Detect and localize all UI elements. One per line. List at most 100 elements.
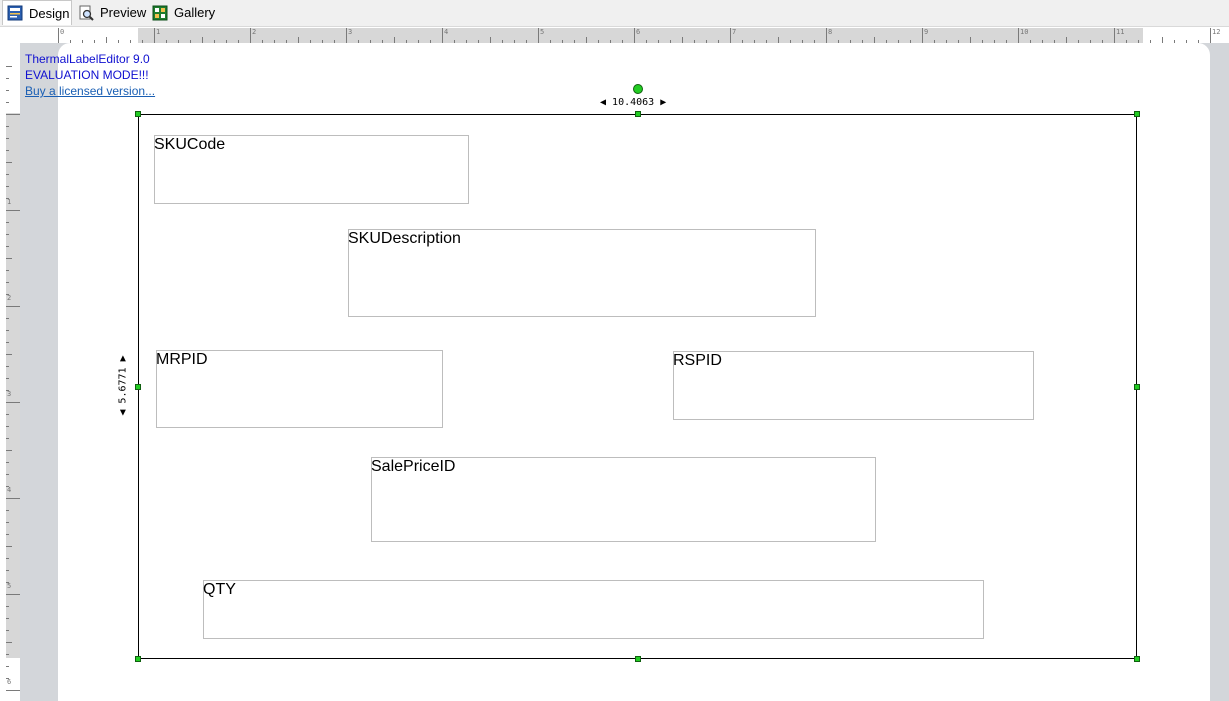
ruler-tick	[6, 354, 12, 355]
ruler-tick	[682, 37, 683, 43]
ruler-tick	[6, 546, 12, 547]
ruler-tick	[850, 40, 851, 43]
ruler-tick	[1006, 40, 1007, 43]
resize-handle-top-left[interactable]	[135, 111, 141, 117]
ruler-tick	[6, 78, 9, 79]
resize-handle-left[interactable]	[135, 384, 141, 390]
field-label: QTY	[203, 581, 236, 598]
height-value: 5.6771	[117, 367, 129, 404]
tab-design[interactable]: Design	[2, 0, 72, 25]
ruler-tick	[1198, 40, 1199, 43]
ruler-tick	[6, 234, 9, 235]
resize-handle-right[interactable]	[1134, 384, 1140, 390]
resize-handle-top-right[interactable]	[1134, 111, 1140, 117]
ruler-tick	[130, 40, 131, 43]
ruler-tick	[634, 28, 635, 43]
ruler-tick	[1054, 40, 1055, 43]
ruler-tick	[1018, 28, 1019, 43]
ruler-tick	[6, 210, 20, 211]
ruler-tick	[6, 618, 9, 619]
ruler-tick	[598, 40, 599, 43]
tab-design-label: Design	[29, 5, 70, 21]
ruler-tick	[1126, 40, 1127, 43]
ruler-tick	[6, 102, 9, 103]
ruler-number: 12	[1212, 28, 1221, 36]
ruler-tick	[6, 186, 9, 187]
ruler-tick	[658, 40, 659, 43]
ruler-tick	[694, 40, 695, 43]
buy-license-link[interactable]: Buy a licensed version...	[25, 84, 156, 98]
tab-preview[interactable]: Preview	[74, 1, 146, 24]
ruler-tick	[406, 40, 407, 43]
ruler-tick	[766, 40, 767, 43]
ruler-tick	[6, 318, 9, 319]
tab-gallery[interactable]: Gallery	[148, 1, 215, 24]
tab-bar: Design Preview Gallery	[0, 0, 1229, 27]
ruler-tick	[82, 40, 83, 43]
ruler-tick	[574, 40, 575, 43]
ruler-tick	[886, 40, 887, 43]
field-salepriceid[interactable]: SalePriceID	[371, 457, 876, 542]
field-mrpid[interactable]: MRPID	[156, 350, 443, 428]
field-skudescription[interactable]: SKUDescription	[348, 229, 816, 317]
ruler-tick	[6, 378, 9, 379]
width-indicator: ◀ 10.4063 ▶	[600, 97, 667, 108]
ruler-tick	[6, 582, 9, 583]
ruler-tick	[6, 246, 9, 247]
ruler-tick	[310, 40, 311, 43]
field-label: SKUDescription	[348, 230, 461, 247]
ruler-tick	[6, 414, 9, 415]
ruler-tick	[6, 474, 9, 475]
ruler-tick	[6, 126, 9, 127]
ruler-tick	[454, 40, 455, 43]
ruler-tick	[490, 37, 491, 43]
field-skucode[interactable]: SKUCode	[154, 135, 469, 204]
ruler-number: 3	[7, 390, 12, 398]
ruler-tick	[274, 40, 275, 43]
ruler-tick	[6, 498, 20, 499]
field-qty[interactable]: QTY	[203, 580, 984, 639]
ruler-tick	[562, 40, 563, 43]
ruler-tick	[958, 40, 959, 43]
rotate-handle[interactable]	[633, 84, 643, 94]
ruler-tick	[994, 40, 995, 43]
ruler-tick	[6, 510, 9, 511]
ruler-tick	[6, 222, 9, 223]
ruler-tick	[910, 40, 911, 43]
resize-handle-bottom-right[interactable]	[1134, 656, 1140, 662]
ruler-tick	[670, 40, 671, 43]
ruler-tick	[238, 40, 239, 43]
ruler-tick	[6, 690, 20, 691]
ruler-tick	[6, 630, 9, 631]
field-rspid[interactable]: RSPID	[673, 351, 1034, 420]
ruler-tick	[1066, 37, 1067, 43]
ruler-tick	[718, 40, 719, 43]
resize-handle-bottom[interactable]	[635, 656, 641, 662]
ruler-tick	[550, 40, 551, 43]
ruler-tick	[838, 40, 839, 43]
design-icon	[7, 5, 23, 21]
resize-handle-top[interactable]	[635, 111, 641, 117]
resize-handle-bottom-left[interactable]	[135, 656, 141, 662]
ruler-tick	[6, 570, 9, 571]
ruler-tick	[106, 37, 107, 43]
ruler-tick	[802, 40, 803, 43]
preview-icon	[78, 5, 94, 21]
ruler-tick	[70, 40, 71, 43]
ruler-tick	[742, 40, 743, 43]
ruler-tick	[874, 37, 875, 43]
ruler-tick	[142, 40, 143, 43]
ruler-number: 2	[252, 28, 257, 36]
ruler-tick	[6, 462, 9, 463]
ruler-tick	[118, 40, 119, 43]
ruler-number: 7	[732, 28, 737, 36]
ruler-tick	[154, 28, 155, 43]
ruler-label-band	[6, 113, 20, 658]
ruler-tick	[6, 174, 9, 175]
ruler-tick	[202, 37, 203, 43]
ruler-tick	[190, 40, 191, 43]
evaluation-watermark: ThermalLabelEditor 9.0 EVALUATION MODE!!…	[25, 51, 155, 99]
ruler-tick	[334, 40, 335, 43]
ruler-tick	[814, 40, 815, 43]
ruler-tick	[6, 258, 12, 259]
